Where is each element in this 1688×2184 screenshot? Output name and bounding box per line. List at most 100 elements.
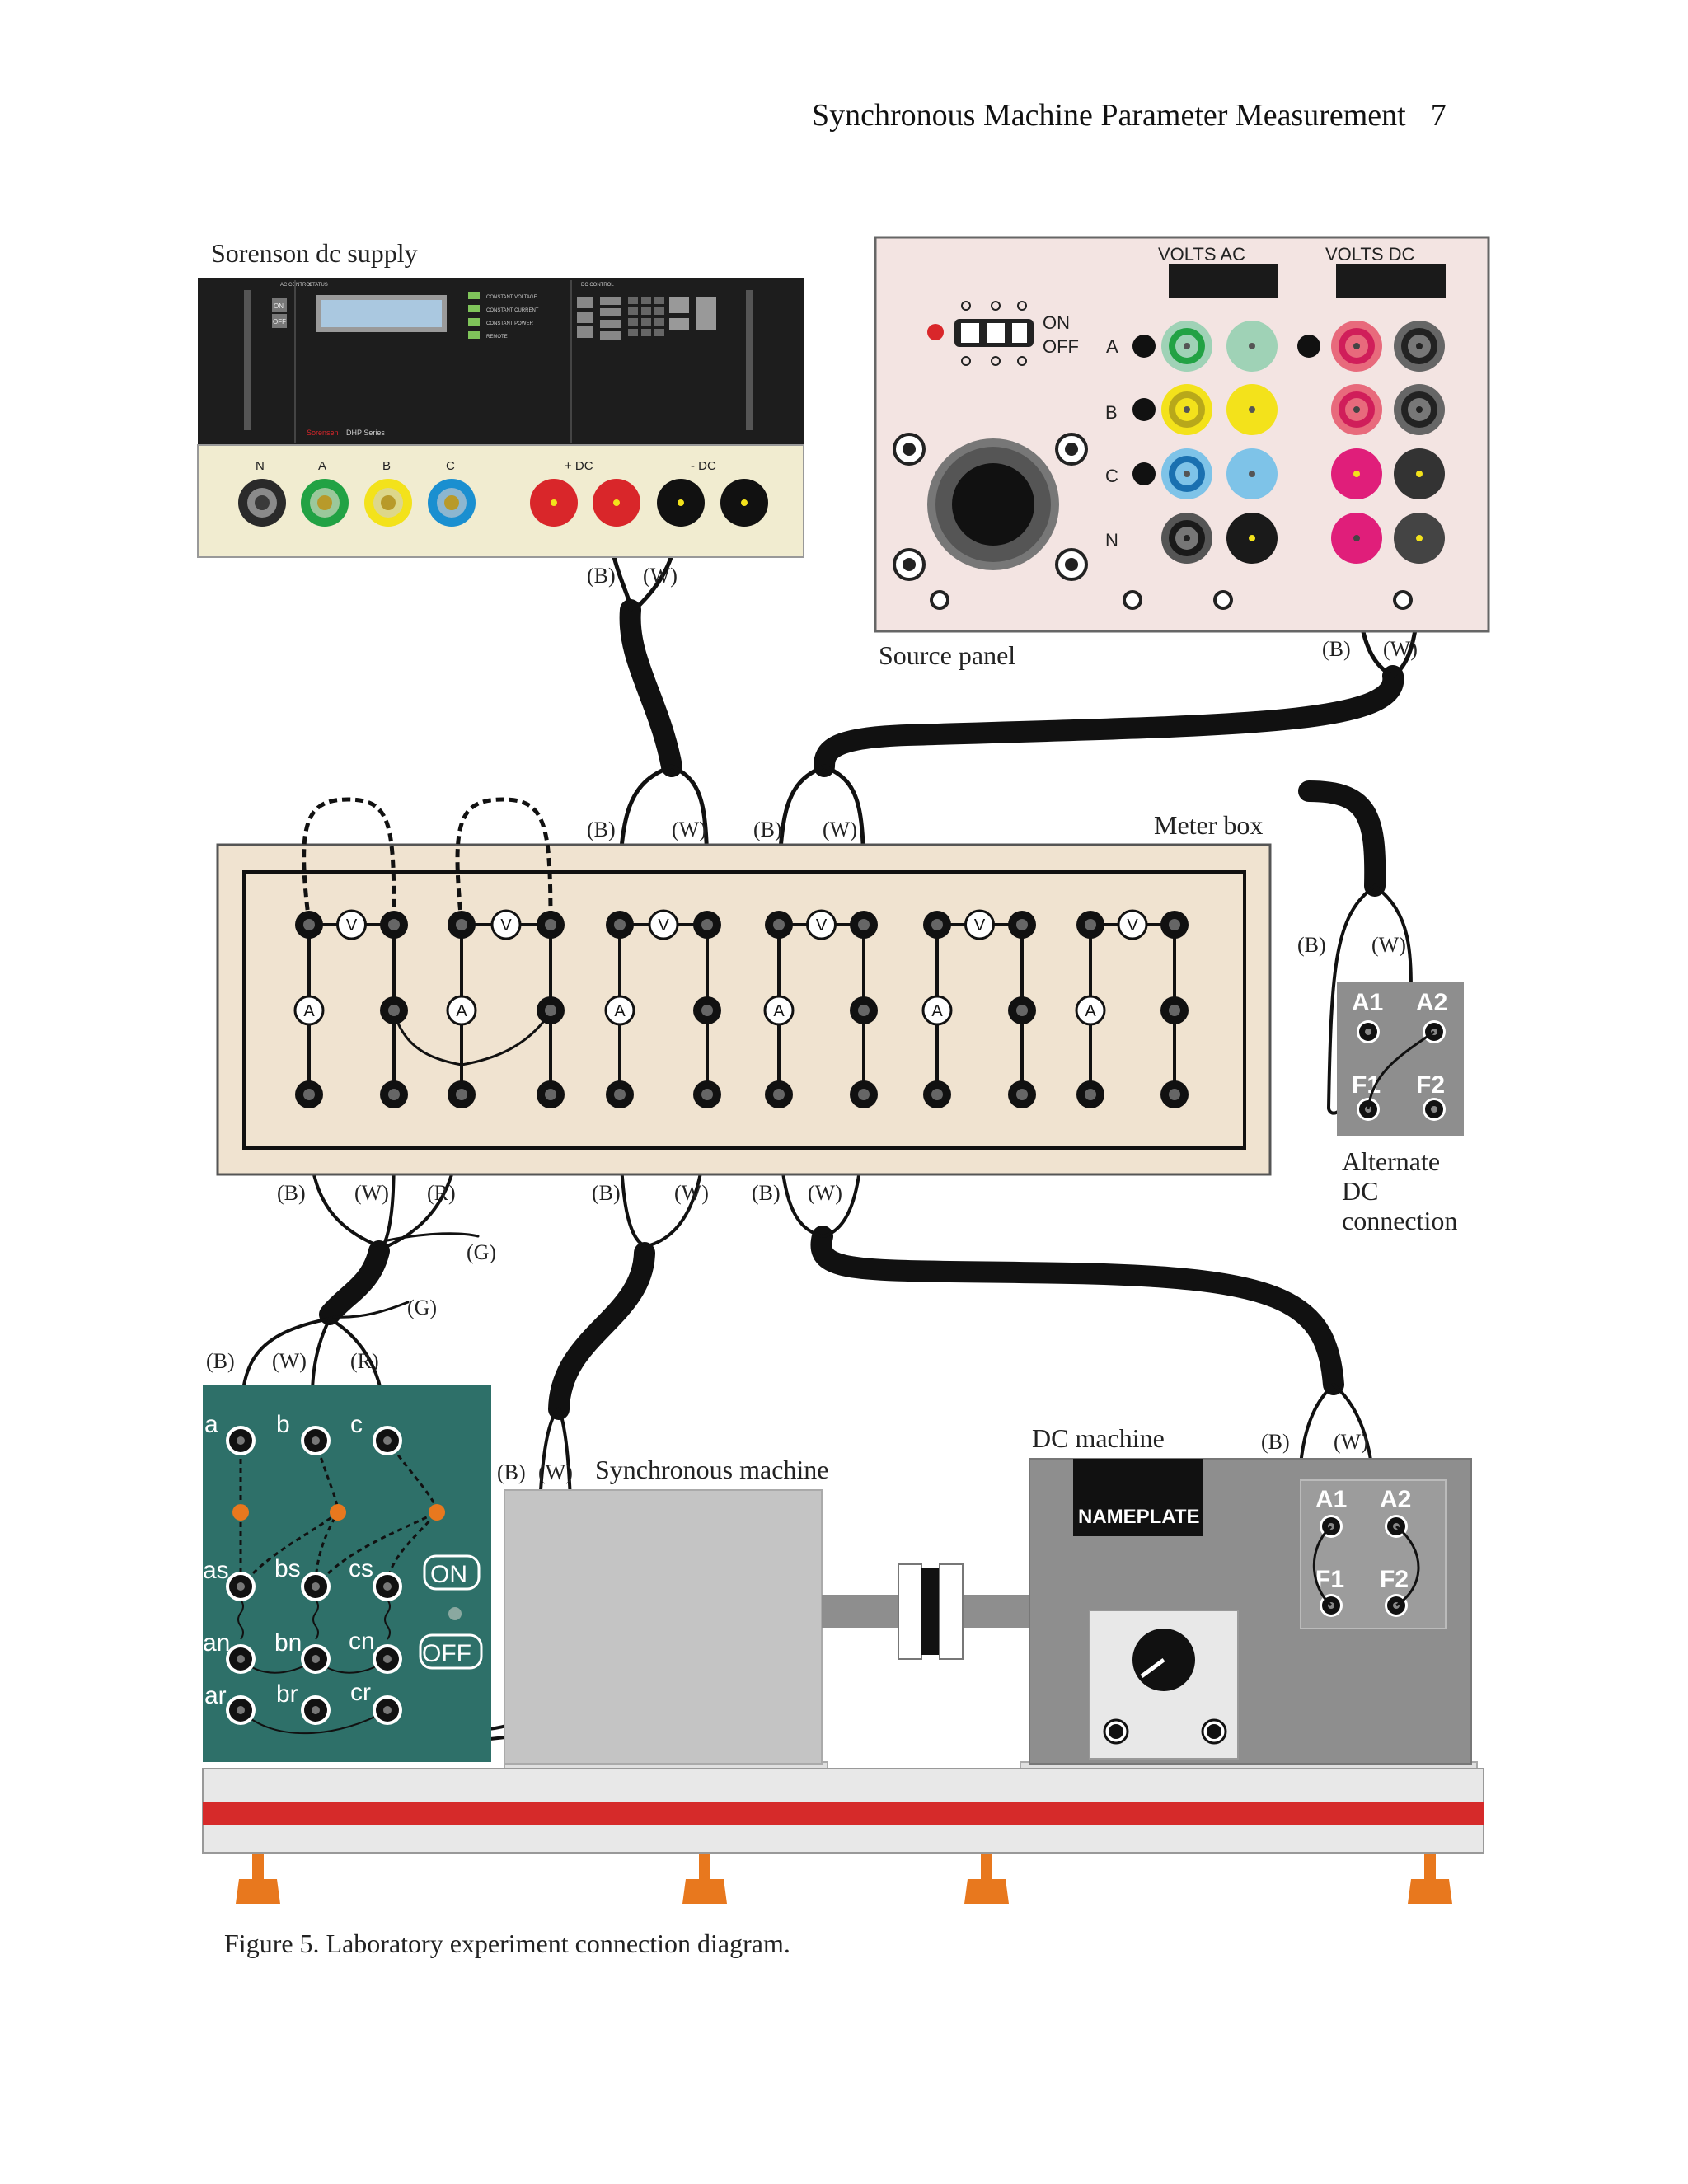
- switch-terminal-r4-c3[interactable]: [373, 1695, 402, 1725]
- switch-terminal-r3-c1[interactable]: [226, 1644, 256, 1674]
- sorensen-brand: Sorensen: [307, 429, 339, 437]
- indicator-cv: CONSTANT VOLTAGE: [486, 295, 537, 300]
- switch-terminal-r3-c3[interactable]: [373, 1644, 402, 1674]
- ac-off-label: OFF: [273, 318, 286, 326]
- switch-midpoints: [232, 1504, 445, 1521]
- switch-terminal-r4-c2[interactable]: [301, 1695, 331, 1725]
- jumper-2[interactable]: [455, 797, 553, 924]
- meter-terminal-top-left-5[interactable]: [923, 911, 951, 939]
- svg-text:A: A: [303, 1002, 315, 1020]
- ac-on-button[interactable]: [272, 298, 287, 312]
- dc-control-keypad[interactable]: [577, 297, 716, 340]
- meter-terminal-top-right-3[interactable]: [693, 911, 721, 939]
- meter-terminal-bottom-right-6[interactable]: [1160, 1080, 1189, 1108]
- sw-as-label: as: [203, 1557, 229, 1584]
- ground-lead-1: (G): [467, 1240, 496, 1264]
- label-c: C: [446, 459, 455, 473]
- meter-terminal-top-right-1[interactable]: [380, 911, 408, 939]
- meter-top-lead-w2: (W): [823, 818, 857, 841]
- label-minus-dc: - DC: [691, 459, 716, 473]
- svg-text:V: V: [500, 916, 512, 935]
- meter-terminal-mid-2[interactable]: [537, 996, 565, 1024]
- meter-terminal-bottom-left-3[interactable]: [606, 1080, 634, 1108]
- meter-terminal-bottom-left-4[interactable]: [765, 1080, 793, 1108]
- switch-terminal-r2-c2[interactable]: [301, 1572, 331, 1601]
- switch-terminal-r1-c3[interactable]: [373, 1426, 402, 1455]
- synchronous-machine: [504, 1489, 1029, 1765]
- source-power-switch[interactable]: [927, 301, 1034, 366]
- label-plus-dc: + DC: [565, 459, 593, 473]
- switch-indicator-light: [448, 1607, 462, 1620]
- svg-text:V: V: [816, 916, 828, 935]
- voltmeter-5: V: [964, 909, 995, 940]
- switch-on-button[interactable]: ON: [423, 1554, 481, 1591]
- source-ac-terminals[interactable]: [1161, 321, 1278, 564]
- meter-terminal-mid-6[interactable]: [1160, 996, 1189, 1024]
- meter-terminal-top-left-2[interactable]: [448, 911, 476, 939]
- switch-on-label: ON: [430, 1561, 467, 1588]
- ac-off-button[interactable]: [272, 314, 287, 328]
- meter-terminal-top-right-2[interactable]: [537, 911, 565, 939]
- meter-terminal-mid-3[interactable]: [693, 996, 721, 1024]
- page-number: 7: [1430, 98, 1447, 133]
- meter-terminal-bottom-right-5[interactable]: [1008, 1080, 1036, 1108]
- indicator-cc: CONSTANT CURRENT: [486, 308, 539, 313]
- meter-terminal-bottom-left-5[interactable]: [923, 1080, 951, 1108]
- meter-terminal-bottom-left-2[interactable]: [448, 1080, 476, 1108]
- ammeter-5: A: [921, 995, 953, 1026]
- meter-top-lead-b1: (B): [587, 818, 616, 841]
- sw-cs-label: cs: [349, 1555, 373, 1582]
- meter-terminal-mid-5[interactable]: [1008, 996, 1036, 1024]
- meter-terminal-top-left-4[interactable]: [765, 911, 793, 939]
- switch-terminal-r1-c2[interactable]: [301, 1426, 331, 1455]
- meter-terminal-top-right-5[interactable]: [1008, 911, 1036, 939]
- power-indicator-light: [927, 324, 944, 340]
- switch-terminal-r3-c2[interactable]: [301, 1644, 331, 1674]
- cable-sorenson-meter: [619, 599, 682, 777]
- switch-off-button[interactable]: OFF: [419, 1633, 483, 1670]
- volts-dc-label: VOLTS DC: [1325, 244, 1415, 265]
- meter-terminal-top-right-4[interactable]: [850, 911, 878, 939]
- sorenson-terminal-labels: N A B C + DC - DC: [256, 459, 716, 473]
- sw-cn-label: cn: [349, 1628, 375, 1655]
- sorenson-terminals[interactable]: [238, 479, 768, 527]
- switch-terminal-r4-c1[interactable]: [226, 1695, 256, 1725]
- dc-a1-label: A1: [1315, 1486, 1347, 1513]
- source-panel-knob[interactable]: [927, 438, 1059, 570]
- meter-terminal-bottom-left-1[interactable]: [295, 1080, 323, 1108]
- cable-source-meter: [814, 665, 1404, 777]
- ammeter-4: A: [763, 995, 795, 1026]
- meter-terminal-top-left-1[interactable]: [295, 911, 323, 939]
- sorenson-lead-b: (B): [587, 564, 616, 588]
- switch-terminal-r1-c1[interactable]: [226, 1426, 256, 1455]
- lead-g2: [332, 1301, 410, 1319]
- nameplate: [1073, 1459, 1203, 1536]
- meter-terminal-top-right-6[interactable]: [1160, 911, 1189, 939]
- meter-terminal-mid-4[interactable]: [850, 996, 878, 1024]
- jumper-1[interactable]: [302, 797, 396, 924]
- switch-terminals[interactable]: [226, 1426, 402, 1725]
- phase-a-label: A: [1106, 336, 1118, 357]
- source-dc-terminals[interactable]: [1331, 321, 1445, 564]
- sw-c-label: c: [350, 1411, 363, 1438]
- meter-terminal-mid-1[interactable]: [380, 996, 408, 1024]
- meter-terminal-bottom-right-2[interactable]: [537, 1080, 565, 1108]
- meter-terminal-bottom-right-3[interactable]: [693, 1080, 721, 1108]
- switch-terminal-r2-c1[interactable]: [226, 1572, 256, 1601]
- switch-terminal-r2-c3[interactable]: [373, 1572, 402, 1601]
- meter-terminal-bottom-left-6[interactable]: [1076, 1080, 1104, 1108]
- meter-terminal-top-left-6[interactable]: [1076, 911, 1104, 939]
- meter-terminal-bottom-right-4[interactable]: [850, 1080, 878, 1108]
- meter-terminal-top-left-3[interactable]: [606, 911, 634, 939]
- status-label: STATUS: [309, 283, 328, 288]
- dc-field-knob[interactable]: [1132, 1629, 1195, 1691]
- alt-a1-label: A1: [1352, 989, 1383, 1016]
- label-b: B: [382, 459, 391, 473]
- meter-terminal-bottom-right-1[interactable]: [380, 1080, 408, 1108]
- alt-caption-line3: connection: [1342, 1206, 1457, 1235]
- alternate-dc-block: A1 A2 F1 F2: [1337, 982, 1464, 1136]
- sorenson-title: Sorenson dc supply: [211, 238, 418, 268]
